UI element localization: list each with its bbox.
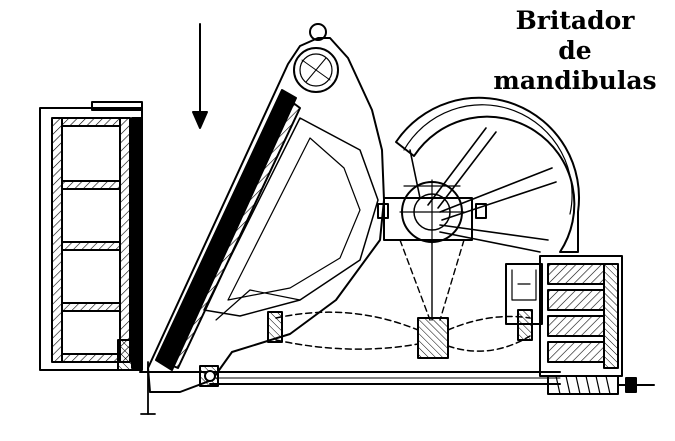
connecting-rod	[399, 239, 465, 321]
moving-jaw	[147, 23, 385, 393]
title-line-1: Britador	[515, 6, 635, 35]
fixed-jaw-frame	[39, 101, 143, 371]
tension-spring	[547, 375, 655, 395]
eccentric-shaft	[377, 179, 487, 245]
title-line-3: mandibulas	[493, 66, 657, 95]
diagram-title: Britador de mandibulas	[478, 6, 672, 96]
title-line-2: de	[558, 36, 592, 65]
flywheel	[395, 96, 581, 253]
feed-arrow	[192, 23, 208, 129]
toggle-plates	[267, 309, 533, 359]
